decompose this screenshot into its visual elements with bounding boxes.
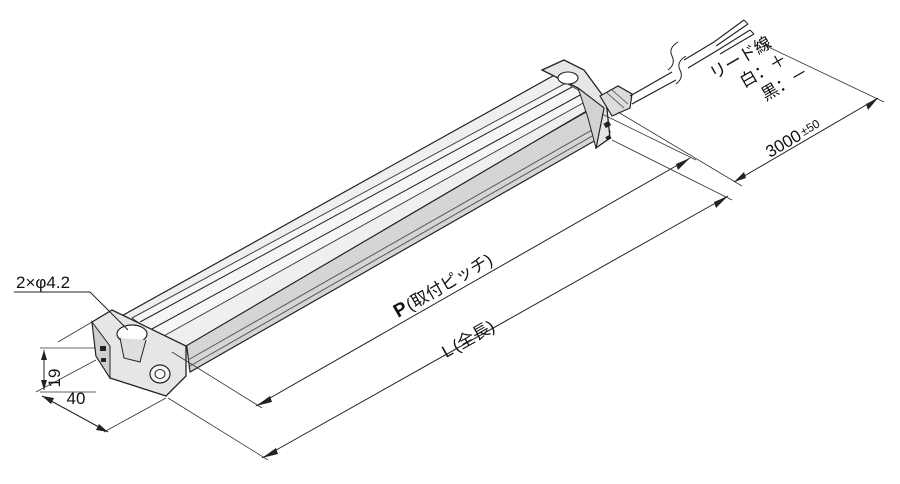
lens-edge-line xyxy=(149,93,583,331)
cable-length-value: 3000 xyxy=(762,126,804,161)
cap-marking xyxy=(101,358,106,362)
length-description: (全長) xyxy=(449,317,498,356)
cable-length-label-group: 3000 ±50 xyxy=(762,116,823,161)
wire-white xyxy=(713,19,745,43)
pitch-label-group: P (取付ピッチ) xyxy=(390,250,496,322)
side-groove-line xyxy=(187,121,607,361)
width-dimension xyxy=(35,321,167,433)
hole-callout-leader xyxy=(14,291,129,331)
lead-wire-legend: リード線 白：＋ 黒：－ xyxy=(707,33,812,105)
light-bar-body xyxy=(91,59,633,397)
wire-black xyxy=(717,29,751,51)
cable-length-dimension xyxy=(617,41,885,187)
cable-length-tolerance: ±50 xyxy=(798,116,823,138)
width-label: 40 xyxy=(67,389,86,408)
bar-lens-window xyxy=(131,82,594,339)
side-groove-line xyxy=(189,126,609,367)
cap-marking xyxy=(100,346,106,351)
length-dimension xyxy=(167,139,733,461)
height-label: 19 xyxy=(45,369,64,388)
right-end-cap xyxy=(540,59,633,150)
pitch-dimension xyxy=(171,113,697,409)
length-label-group: L (全長) xyxy=(439,317,498,362)
lead-cable xyxy=(629,19,755,105)
left-end-cap xyxy=(91,309,187,397)
pitch-description: (取付ピッチ) xyxy=(403,250,496,314)
hole-callout-label: 2×φ4.2 xyxy=(16,273,70,292)
lens-edge-line xyxy=(139,86,573,323)
height-dimension xyxy=(40,347,96,393)
